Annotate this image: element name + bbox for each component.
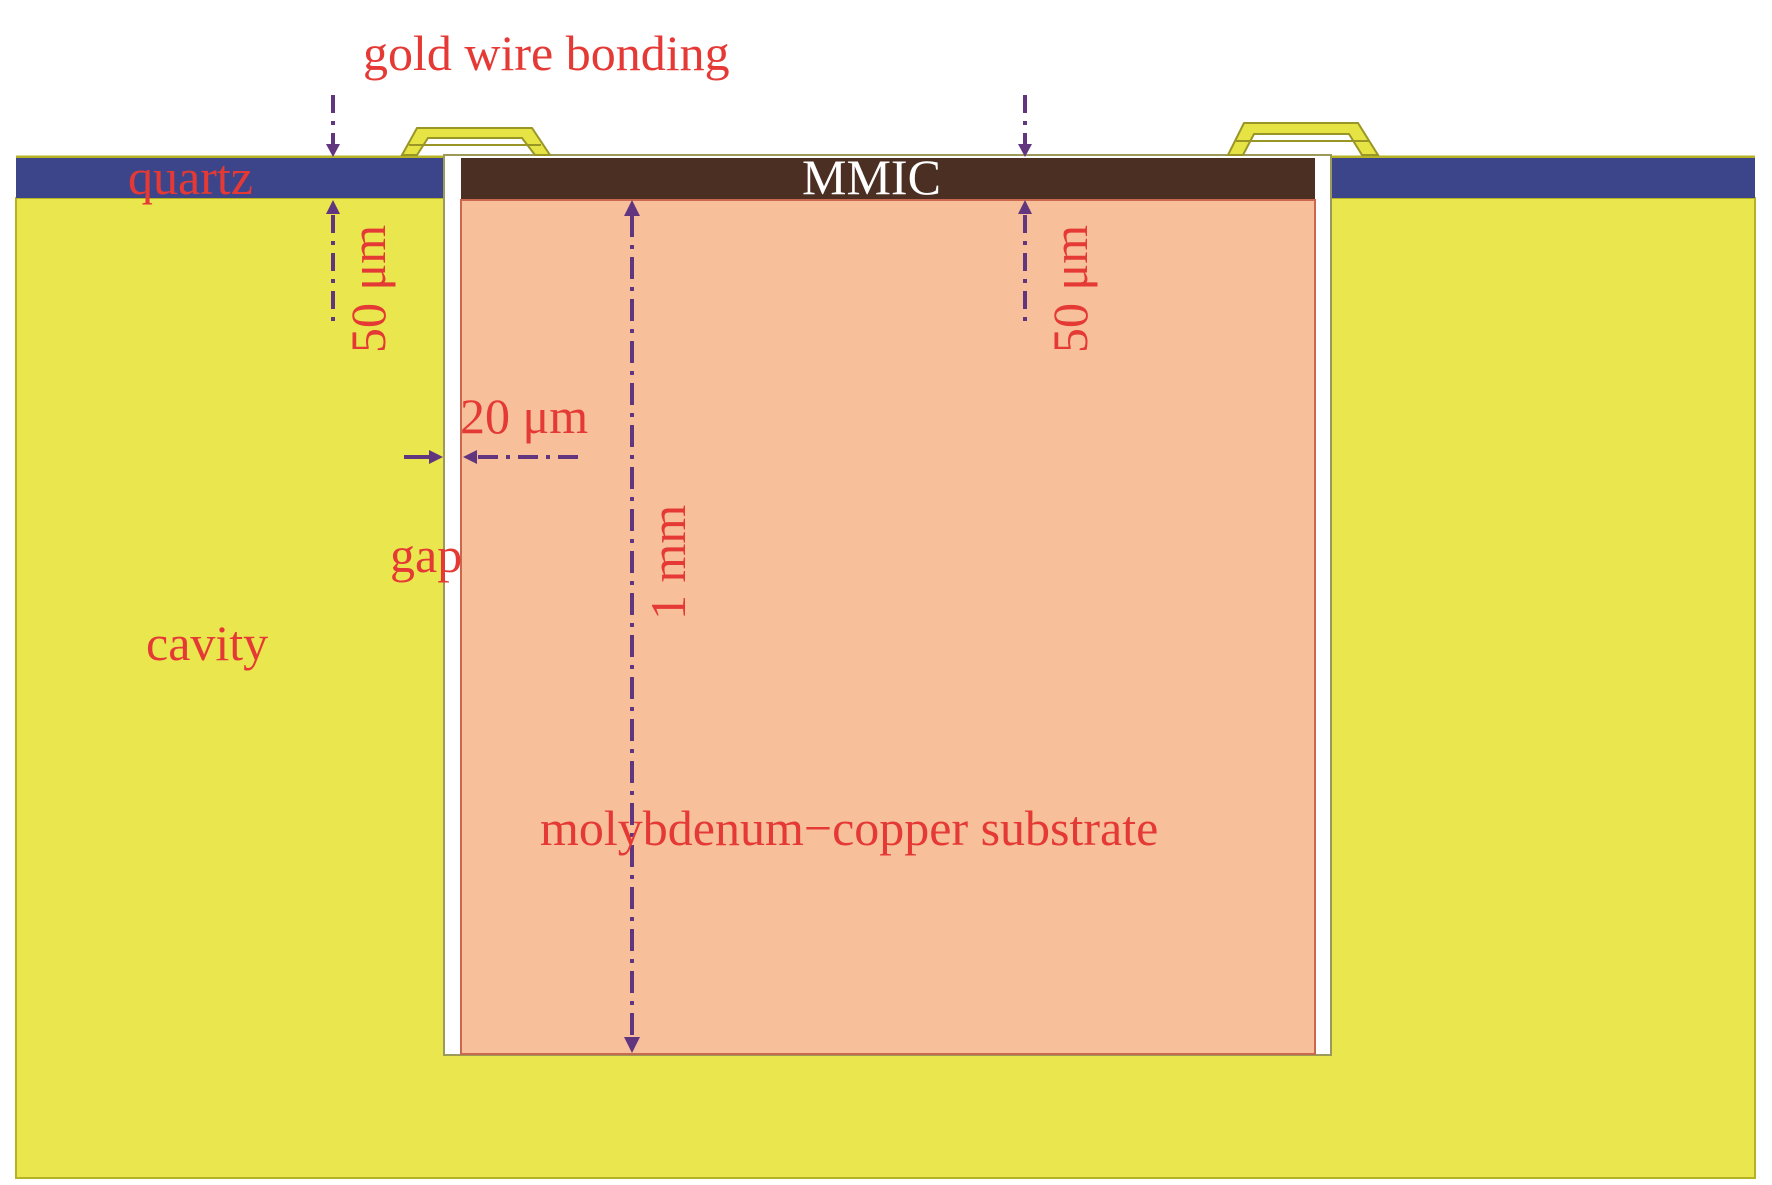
label-left-thickness: 50 μm — [340, 225, 396, 353]
quartz-layer-right — [1331, 158, 1755, 198]
label-gap-width: 20 μm — [460, 388, 588, 444]
gold-wire-bond-right — [1226, 122, 1380, 156]
arrow-gap-left — [429, 450, 443, 464]
arrow-left-bottom — [326, 200, 340, 214]
label-quartz: quartz — [128, 149, 253, 205]
arrow-right-bottom — [1018, 200, 1032, 214]
arrow-gap-right — [463, 450, 477, 464]
molybdenum-copper-substrate — [460, 199, 1316, 1055]
arrow-height-top — [624, 200, 640, 216]
gold-wire-bond-left — [400, 127, 552, 156]
label-cavity: cavity — [146, 615, 268, 671]
arrow-right-top — [1018, 144, 1032, 157]
quartz-layer-left — [16, 158, 444, 198]
label-gold-wire-bonding: gold wire bonding — [363, 25, 730, 81]
label-mmic: MMIC — [802, 149, 941, 205]
arrow-left-top — [326, 144, 340, 157]
label-right-thickness: 50 μm — [1042, 225, 1098, 353]
mmic-chip — [461, 158, 1315, 200]
arrow-height-bottom — [624, 1037, 640, 1053]
label-substrate-height: 1 mm — [640, 505, 696, 620]
label-substrate: molybdenum−copper substrate — [540, 800, 1158, 856]
label-gap: gap — [390, 527, 462, 583]
